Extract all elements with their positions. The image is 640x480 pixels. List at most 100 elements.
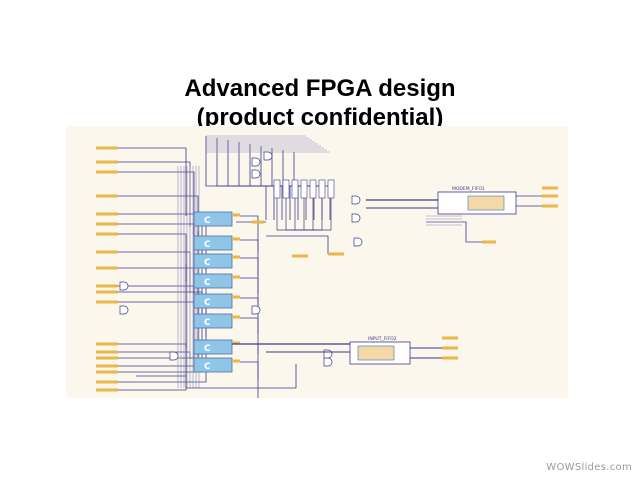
block-glyph: C [204,240,211,250]
io-port [232,237,240,241]
io-port [232,255,240,259]
wire [266,235,329,254]
slide-title: Advanced FPGA design (product confidenti… [0,74,640,132]
io-port [96,350,118,354]
wire [118,291,203,326]
processing-block [193,293,233,309]
processing-block [193,211,233,227]
wire [318,198,323,231]
io-port [232,295,240,299]
wire [240,297,259,334]
wire [216,138,275,220]
register-cell [300,179,308,199]
io-port [442,356,458,360]
input-fifo-label: INPUT_FIFO2 [368,336,397,342]
wire [118,264,187,391]
block-glyph: C [204,362,211,372]
wire [118,251,191,293]
logic-gate [251,169,261,179]
io-port [96,146,118,150]
block-glyph: C [204,318,211,328]
wire [118,213,203,260]
wire [276,198,318,231]
wire [118,171,195,238]
title-line-1: Advanced FPGA design [184,75,456,102]
logic-gate [353,237,363,247]
logic-gate [323,349,333,359]
logic-gate [251,157,261,167]
logic-gate [169,351,179,361]
processing-block [193,313,233,329]
logic-gate [251,305,261,315]
register-cell [282,179,290,199]
io-port [232,275,240,279]
io-port [96,290,118,294]
wire [240,317,259,354]
io-port [96,266,118,270]
input-fifo-core [357,345,395,361]
block-glyph: C [204,278,211,288]
modem-fifo-label: MODEM_FIFO1 [452,186,485,192]
register-cell [318,179,326,199]
wire [118,343,187,348]
logic-gate [263,151,273,161]
io-port [96,170,118,174]
io-port [542,204,558,208]
logic-gate [351,213,361,223]
wire [118,233,187,282]
io-port [96,194,118,198]
block-glyph: C [204,344,211,354]
processing-block [193,339,233,355]
io-port [96,222,118,226]
io-port [96,232,118,236]
io-port [542,186,558,190]
wire [118,147,187,216]
processing-block [193,357,233,373]
logic-gate [119,305,129,315]
io-port [542,194,558,198]
wire [186,364,297,389]
io-port [96,356,118,360]
io-port [232,213,240,217]
io-port [442,346,458,350]
logic-gate [323,357,333,367]
io-port [232,315,240,319]
wire [240,361,259,398]
io-port [96,364,118,368]
io-port [96,342,118,346]
register-cell [291,179,299,199]
wire [294,198,318,231]
wire [318,198,332,231]
io-port [96,380,118,384]
wire [312,198,318,231]
io-port [96,160,118,164]
logic-gate [119,281,129,291]
io-port [96,300,118,304]
io-port [328,252,344,256]
io-port [96,370,118,374]
io-port [292,254,308,258]
watermark: WOWSlides.com [546,462,632,473]
wire [240,257,259,294]
modem-fifo-core [467,195,505,211]
wire [118,220,195,359]
io-port [96,388,118,392]
processing-block [193,253,233,269]
processing-block [193,273,233,289]
block-glyph: C [204,216,211,226]
block-glyph: C [204,258,211,268]
block-glyph: C [204,298,211,308]
io-port [96,212,118,216]
io-port [232,359,240,363]
io-port [482,240,496,244]
register-cell [273,179,281,199]
io-port [252,220,264,224]
wire [118,242,203,373]
register-cell [309,179,317,199]
io-port [442,336,458,340]
processing-block [193,235,233,251]
logic-gate [351,195,361,205]
io-port [96,250,118,254]
